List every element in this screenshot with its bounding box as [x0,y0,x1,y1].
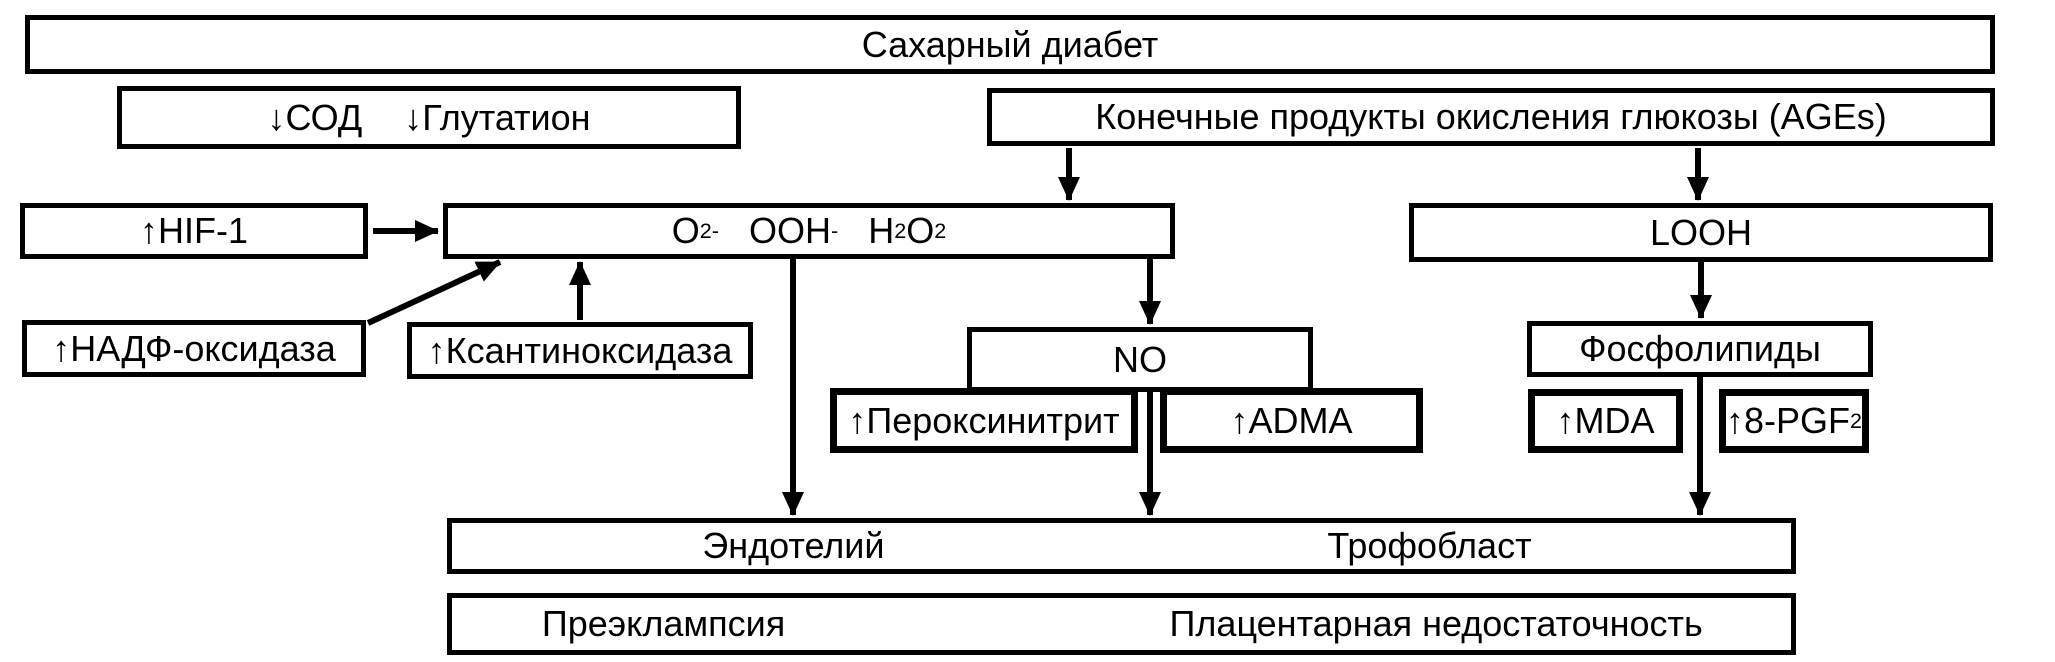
preeclampsia-label: Преэклампсия [541,603,786,644]
box-peroxynitrite-label: ↑Пероксинитрит [848,399,1120,441]
box-hif1: ↑HIF-1 [20,203,368,259]
box-no: NO [967,327,1313,392]
placental-insufficiency-label: Плацентарная недостаточность [1169,603,1703,644]
box-adma: ↑ADMA [1160,388,1423,453]
box-diabetes-label: Сахарный диабет [861,23,1159,65]
box-sod-glutathione: ↓СОД ↓Глутатион [117,86,741,149]
arrow-nadph-oxidase-to-ros [366,259,502,326]
glutathione-label: ↓Глутатион [404,96,591,138]
trophoblast-label: Трофобласт [1327,525,1532,566]
box-looh: LOOH [1409,203,1993,262]
box-ages-label: Конечные продукты окисления глюкозы (AGE… [1095,96,1887,137]
box-hif1-label: ↑HIF-1 [140,210,248,251]
box-adma-label: ↑ADMA [1230,399,1353,441]
box-outcomes: Преэклампсия Плацентарная недостаточност… [447,593,1796,655]
box-no-label: NO [1113,338,1167,380]
ros-o-superoxide: O [671,210,700,251]
box-xanthine-oxidase-label: ↑Ксантиноксидаза [427,329,733,371]
box-mda: ↑MDA [1528,389,1683,453]
box-nadph-oxidase: ↑НАДФ-оксидаза [22,320,366,377]
endothelium-label: Эндотелий [702,525,885,566]
box-xanthine-oxidase: ↑Ксантиноксидаза [407,322,753,379]
sod-label: ↓СОД [267,96,363,138]
box-looh-label: LOOH [1649,211,1753,253]
box-phospholipids: Фосфолипиды [1527,321,1873,377]
box-diabetes: Сахарный диабет [25,15,1995,74]
ros-h2o2-h: H [868,210,895,251]
ros-h2o2-o: O [906,210,935,251]
box-peroxynitrite: ↑Пероксинитрит [830,388,1138,453]
box-ages: Конечные продукты окисления глюкозы (AGE… [987,88,1995,146]
box-endothelium-trophoblast: Эндотелий Трофобласт [447,518,1796,574]
box-nadph-oxidase-label: ↑НАДФ-оксидаза [52,327,336,369]
box-phospholipids-label: Фосфолипиды [1579,328,1821,369]
box-8pgf2-label: ↑8-PGF [1725,400,1850,441]
ros-ooh: OOH [748,210,831,251]
box-mda-label: ↑MDA [1556,400,1655,441]
